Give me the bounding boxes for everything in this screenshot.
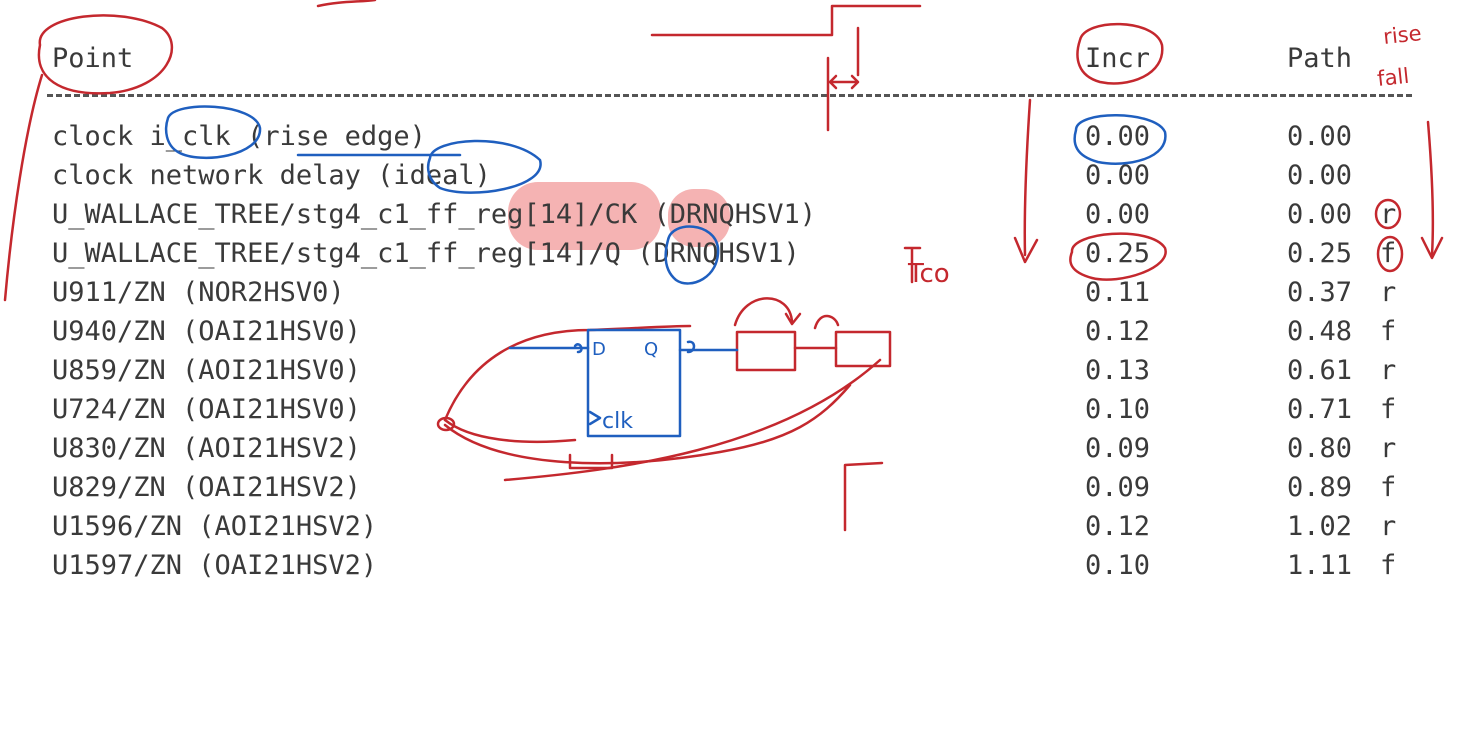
table-row: U_WALLACE_TREE/stg4_c1_ff_reg[14]/Q (DRN… <box>0 234 1472 273</box>
table-row: U829/ZN (OAI21HSV2) 0.09 0.89 f <box>0 468 1472 507</box>
row-point: U_WALLACE_TREE/stg4_c1_ff_reg[14]/CK (DR… <box>52 199 817 230</box>
row-incr: 0.11 <box>1085 277 1151 308</box>
row-incr: 0.12 <box>1085 511 1151 542</box>
row-point: clock network delay (ideal) <box>52 160 491 191</box>
row-point: U830/ZN (AOI21HSV2) <box>52 433 361 464</box>
row-transition: f <box>1380 394 1397 425</box>
row-point: U940/ZN (OAI21HSV0) <box>52 316 361 347</box>
row-path: 0.00 <box>1287 121 1353 152</box>
row-path: 1.02 <box>1287 511 1353 542</box>
row-path: 0.48 <box>1287 316 1353 347</box>
table-row: U724/ZN (OAI21HSV0) 0.10 0.71 f <box>0 390 1472 429</box>
row-path: 0.37 <box>1287 277 1353 308</box>
row-incr: 0.00 <box>1085 199 1151 230</box>
row-point: U829/ZN (OAI21HSV2) <box>52 472 361 503</box>
row-incr: 0.25 <box>1085 238 1151 269</box>
timing-report: Point Incr Path clock i_clk (rise edge) … <box>0 0 1472 581</box>
column-header-point: Point <box>52 43 134 74</box>
row-incr: 0.10 <box>1085 394 1151 425</box>
row-path: 1.11 <box>1287 550 1353 581</box>
row-point: clock i_clk (rise edge) <box>52 121 426 152</box>
row-transition: r <box>1380 433 1397 464</box>
row-point: U724/ZN (OAI21HSV0) <box>52 394 361 425</box>
clock-waveform <box>650 4 922 37</box>
row-point: U859/ZN (AOI21HSV0) <box>52 355 361 386</box>
row-transition: f <box>1380 238 1397 269</box>
row-path: 0.00 <box>1287 199 1353 230</box>
row-path: 0.25 <box>1287 238 1353 269</box>
table-row: U1596/ZN (AOI21HSV2) 0.12 1.02 r <box>0 507 1472 546</box>
row-path: 0.61 <box>1287 355 1353 386</box>
column-header-incr: Incr <box>1085 43 1151 74</box>
row-transition: r <box>1380 511 1397 542</box>
row-transition: f <box>1380 550 1397 581</box>
row-incr: 0.13 <box>1085 355 1151 386</box>
row-point: U_WALLACE_TREE/stg4_c1_ff_reg[14]/Q (DRN… <box>52 238 800 269</box>
table-row: U940/ZN (OAI21HSV0) 0.12 0.48 f <box>0 312 1472 351</box>
table-row: U911/ZN (NOR2HSV0) 0.11 0.37 r <box>0 273 1472 312</box>
row-path: 0.71 <box>1287 394 1353 425</box>
row-transition: r <box>1380 355 1397 386</box>
row-incr: 0.10 <box>1085 550 1151 581</box>
row-point: U911/ZN (NOR2HSV0) <box>52 277 345 308</box>
table-row: U_WALLACE_TREE/stg4_c1_ff_reg[14]/CK (DR… <box>0 195 1472 234</box>
row-path: 0.80 <box>1287 433 1353 464</box>
row-incr: 0.09 <box>1085 472 1151 503</box>
top-scribble <box>316 0 377 8</box>
row-incr: 0.09 <box>1085 433 1151 464</box>
column-header-path: Path <box>1287 43 1353 74</box>
row-path: 0.89 <box>1287 472 1353 503</box>
table-row: clock i_clk (rise edge) 0.00 0.00 <box>0 117 1472 156</box>
row-path: 0.00 <box>1287 160 1353 191</box>
header-divider <box>47 94 1412 97</box>
row-incr: 0.12 <box>1085 316 1151 347</box>
table-header: Point Incr Path <box>0 39 1472 78</box>
row-point: U1597/ZN (OAI21HSV2) <box>52 550 378 581</box>
row-point: U1596/ZN (AOI21HSV2) <box>52 511 378 542</box>
row-incr: 0.00 <box>1085 160 1151 191</box>
row-transition: r <box>1380 199 1397 230</box>
table-row: U859/ZN (AOI21HSV0) 0.13 0.61 r <box>0 351 1472 390</box>
table-row: U830/ZN (AOI21HSV2) 0.09 0.80 r <box>0 429 1472 468</box>
row-transition: r <box>1380 277 1397 308</box>
table-row: U1597/ZN (OAI21HSV2) 0.10 1.11 f <box>0 546 1472 585</box>
row-transition: f <box>1380 472 1397 503</box>
table-row: clock network delay (ideal) 0.00 0.00 <box>0 156 1472 195</box>
row-transition: f <box>1380 316 1397 347</box>
row-incr: 0.00 <box>1085 121 1151 152</box>
